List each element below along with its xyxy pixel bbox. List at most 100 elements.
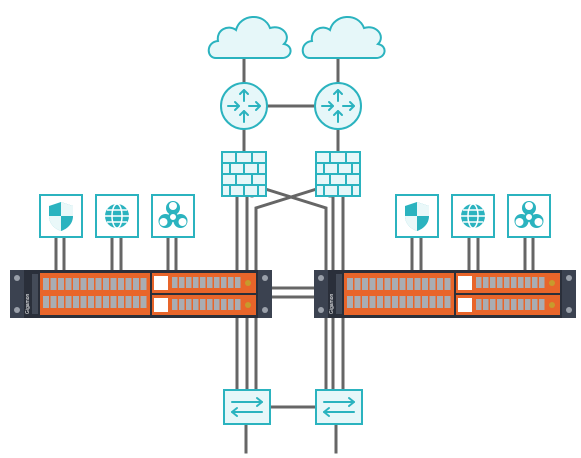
sfp-port <box>369 296 376 308</box>
firewall-icon <box>315 151 361 197</box>
sfp-port <box>200 277 206 288</box>
sfp-port <box>407 278 413 290</box>
sfp-port <box>43 278 49 290</box>
sfp-port <box>437 296 443 308</box>
sfp-port <box>88 296 94 308</box>
sfp-port <box>422 278 428 290</box>
sfp-port <box>414 296 421 308</box>
sfp-port <box>532 299 538 310</box>
sfp-port <box>422 296 428 308</box>
sfp-port <box>118 278 124 290</box>
cable-cross-2 <box>254 186 332 274</box>
sfp-port <box>490 299 496 310</box>
sfp-port <box>490 277 496 288</box>
sfp-port <box>179 299 185 310</box>
sfp-port <box>125 296 132 308</box>
sfp-port <box>200 299 206 310</box>
sfp-port <box>354 278 361 290</box>
firewall-icon <box>221 151 267 197</box>
sfp-port <box>384 296 391 308</box>
cloud-icon <box>301 16 386 59</box>
sfp-port <box>504 277 510 288</box>
sfp-port <box>88 278 94 290</box>
sfp-port <box>214 277 220 288</box>
sfp-port <box>186 299 192 310</box>
sfp-port <box>497 299 503 310</box>
cables <box>54 58 535 454</box>
sfp-port <box>73 278 79 290</box>
sfp-port <box>58 278 64 290</box>
sfp-port <box>377 296 383 308</box>
cable-cross-1 <box>250 186 328 274</box>
sfp-port <box>399 278 406 290</box>
sfp-port <box>392 296 398 308</box>
sfp-port <box>95 296 102 308</box>
sfp-port <box>193 299 199 310</box>
sfp-port <box>228 277 234 288</box>
sfp-port <box>539 299 545 310</box>
sfp-port <box>511 299 517 310</box>
sfp-port <box>354 296 361 308</box>
sfp-port <box>95 278 102 290</box>
sfp-port <box>437 278 443 290</box>
biohazard-icon <box>151 194 195 238</box>
sfp-port <box>518 277 524 288</box>
sfp-port <box>399 296 406 308</box>
sfp-port <box>504 299 510 310</box>
sfp-port <box>133 296 139 308</box>
sfp-port <box>140 278 147 290</box>
sfp-port <box>221 277 227 288</box>
sfp-port <box>221 299 227 310</box>
sfp-port <box>444 278 451 290</box>
sfp-port <box>65 296 72 308</box>
sfp-port <box>407 296 413 308</box>
sfp-port <box>193 277 199 288</box>
sfp-port <box>525 299 531 310</box>
sfp-port <box>110 278 117 290</box>
biohazard-icon <box>507 194 551 238</box>
sfp-port <box>103 296 109 308</box>
sfp-port <box>214 299 220 310</box>
sfp-port <box>50 296 57 308</box>
sfp-port <box>103 278 109 290</box>
sfp-port <box>539 277 545 288</box>
sfp-port <box>369 278 376 290</box>
sfp-port <box>118 296 124 308</box>
sfp-port <box>476 277 482 288</box>
sfp-port <box>476 299 482 310</box>
sfp-port <box>497 277 503 288</box>
sfp-port <box>110 296 117 308</box>
sfp-port <box>172 299 178 310</box>
sfp-port <box>235 277 241 288</box>
sfp-port <box>429 296 436 308</box>
sfp-port <box>392 278 398 290</box>
sfp-port <box>429 278 436 290</box>
switch-icon <box>223 389 271 425</box>
sfp-port <box>207 299 213 310</box>
cloud-icon <box>207 16 292 59</box>
sfp-port <box>50 278 57 290</box>
shield-icon <box>39 194 83 238</box>
sfp-port <box>444 296 451 308</box>
sfp-port <box>172 277 178 288</box>
sfp-port <box>384 278 391 290</box>
sfp-port <box>58 296 64 308</box>
sfp-port <box>483 299 489 310</box>
sfp-port <box>73 296 79 308</box>
sfp-port <box>80 278 87 290</box>
sfp-port <box>414 278 421 290</box>
sfp-port <box>80 296 87 308</box>
sfp-port <box>228 299 234 310</box>
chassis-brand-label: Gigamon <box>329 293 335 314</box>
sfp-port <box>186 277 192 288</box>
sfp-port <box>347 278 353 290</box>
sfp-port <box>207 277 213 288</box>
sfp-port <box>347 296 353 308</box>
shield-icon <box>395 194 439 238</box>
switch-icon <box>315 389 363 425</box>
sfp-port <box>518 299 524 310</box>
chassis-ports <box>43 277 545 310</box>
sfp-port <box>179 277 185 288</box>
sfp-port <box>125 278 132 290</box>
